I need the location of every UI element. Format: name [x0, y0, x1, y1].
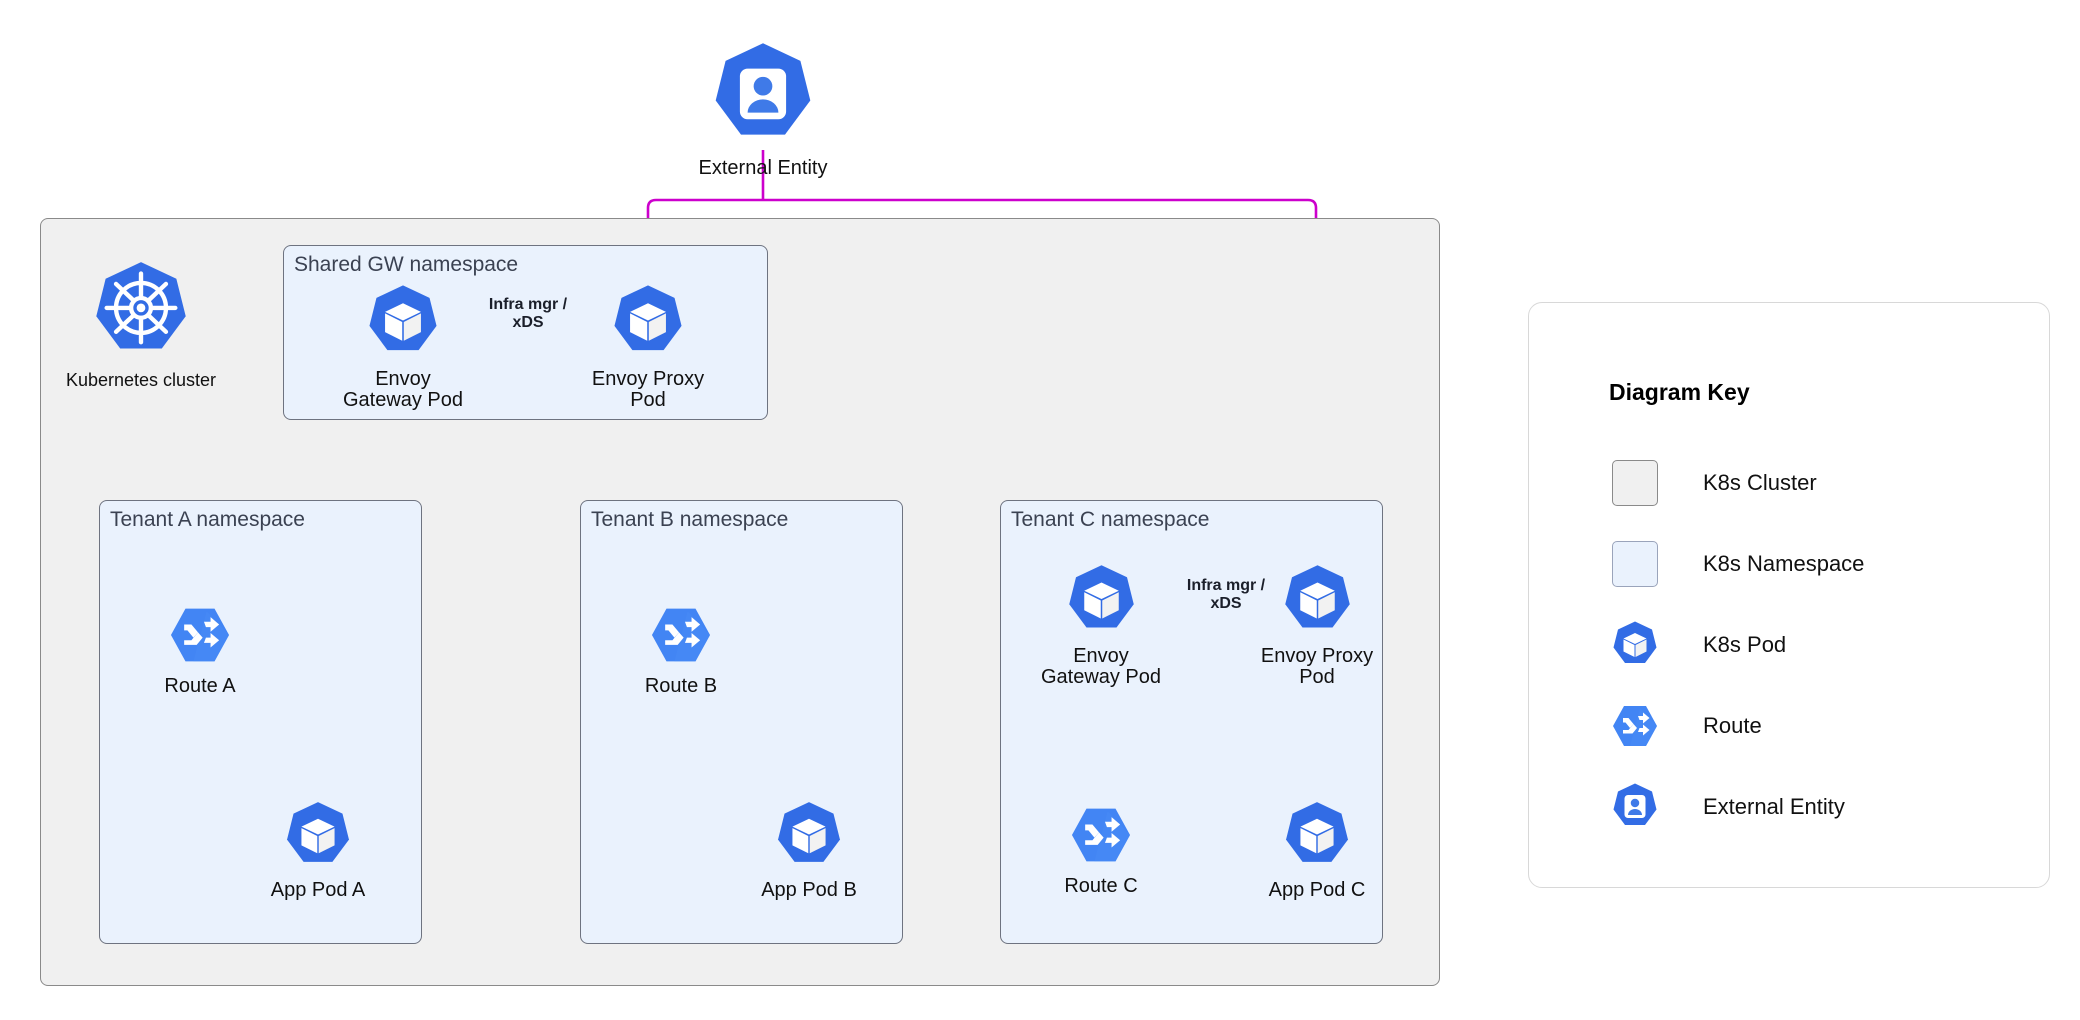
- k8s-pod-icon: [719, 800, 899, 877]
- cluster-swatch-icon: [1609, 460, 1661, 506]
- node-route-c[interactable]: Route C: [1011, 802, 1191, 897]
- node-label: App Pod B: [761, 879, 857, 901]
- node-label: Route A: [164, 675, 236, 697]
- legend-item-k8s-cluster: K8s Cluster: [1609, 455, 1817, 511]
- node-label: Envoy Gateway Pod: [342, 368, 464, 412]
- node-kubernetes-cluster: Kubernetes cluster: [51, 259, 231, 390]
- legend-item-k8s-namespace: K8s Namespace: [1609, 536, 1864, 592]
- node-label: Envoy Proxy Pod: [1260, 645, 1374, 689]
- node-label: Route B: [644, 675, 718, 697]
- node-label: External Entity: [698, 157, 828, 179]
- k8s-pod-icon: [1227, 563, 1407, 643]
- external-entity-icon: [673, 40, 853, 155]
- k8s-pod-icon: [1227, 800, 1407, 877]
- legend-item-label: External Entity: [1703, 794, 1845, 819]
- node-external-entity[interactable]: External Entity: [673, 40, 853, 179]
- node-route-a[interactable]: Route A: [110, 602, 290, 697]
- edge-label-infra-mgr-xds-tenant-c: Infra mgr / xDS: [1186, 577, 1266, 613]
- node-app-pod-b[interactable]: App Pod B: [719, 800, 899, 901]
- node-label: App Pod C: [1268, 879, 1366, 901]
- namespace-swatch-icon: [1609, 541, 1661, 587]
- node-label: Route C: [1064, 875, 1138, 897]
- k8s-pod-icon: [1609, 620, 1661, 670]
- route-icon: [1609, 701, 1661, 751]
- namespace-title: Shared GW namespace: [294, 253, 519, 276]
- node-app-pod-c[interactable]: App Pod C: [1227, 800, 1407, 901]
- node-envoy-proxy-pod-tenant-c[interactable]: Envoy Proxy Pod: [1227, 563, 1407, 689]
- diagram-key-panel: Diagram Key K8s Cluster K8s Namespace: [1528, 302, 2050, 888]
- legend-item-route: Route: [1609, 698, 1762, 754]
- legend-title: Diagram Key: [1609, 379, 1750, 405]
- namespace-title: Tenant A namespace: [110, 508, 305, 531]
- namespace-shared-gw: Shared GW namespace: [283, 245, 768, 420]
- namespace-title: Tenant B namespace: [591, 508, 789, 531]
- node-envoy-proxy-pod-shared[interactable]: Envoy Proxy Pod: [558, 283, 738, 412]
- route-icon: [1011, 802, 1191, 873]
- node-envoy-gateway-pod-tenant-c[interactable]: Envoy Gateway Pod: [1011, 563, 1191, 689]
- node-app-pod-a[interactable]: App Pod A: [228, 800, 408, 901]
- node-route-b[interactable]: Route B: [591, 602, 771, 697]
- node-envoy-gateway-pod-shared[interactable]: Envoy Gateway Pod: [313, 283, 493, 412]
- external-entity-icon: [1609, 782, 1661, 832]
- node-label: Kubernetes cluster: [65, 370, 217, 390]
- kubernetes-wheel-icon: [51, 259, 231, 368]
- legend-item-label: K8s Namespace: [1703, 551, 1865, 576]
- legend-item-label: Route: [1703, 713, 1762, 738]
- legend-item-label: K8s Cluster: [1703, 470, 1817, 495]
- legend-item-k8s-pod: K8s Pod: [1609, 617, 1786, 673]
- k8s-pod-icon: [228, 800, 408, 877]
- legend-item-label: K8s Pod: [1703, 632, 1787, 657]
- namespace-tenant-a: Tenant A namespace: [99, 500, 422, 944]
- node-label: Envoy Gateway Pod: [1040, 645, 1162, 689]
- route-icon: [591, 602, 771, 673]
- node-label: Envoy Proxy Pod: [591, 368, 705, 412]
- k8s-pod-icon: [558, 283, 738, 366]
- namespace-title: Tenant C namespace: [1011, 508, 1210, 531]
- legend-item-external-entity: External Entity: [1609, 779, 1845, 835]
- edge-label-infra-mgr-xds-shared: Infra mgr / xDS: [488, 296, 568, 332]
- k8s-pod-icon: [1011, 563, 1191, 643]
- namespace-tenant-b: Tenant B namespace: [580, 500, 903, 944]
- k8s-pod-icon: [313, 283, 493, 366]
- node-label: App Pod A: [270, 879, 366, 901]
- route-icon: [110, 602, 290, 673]
